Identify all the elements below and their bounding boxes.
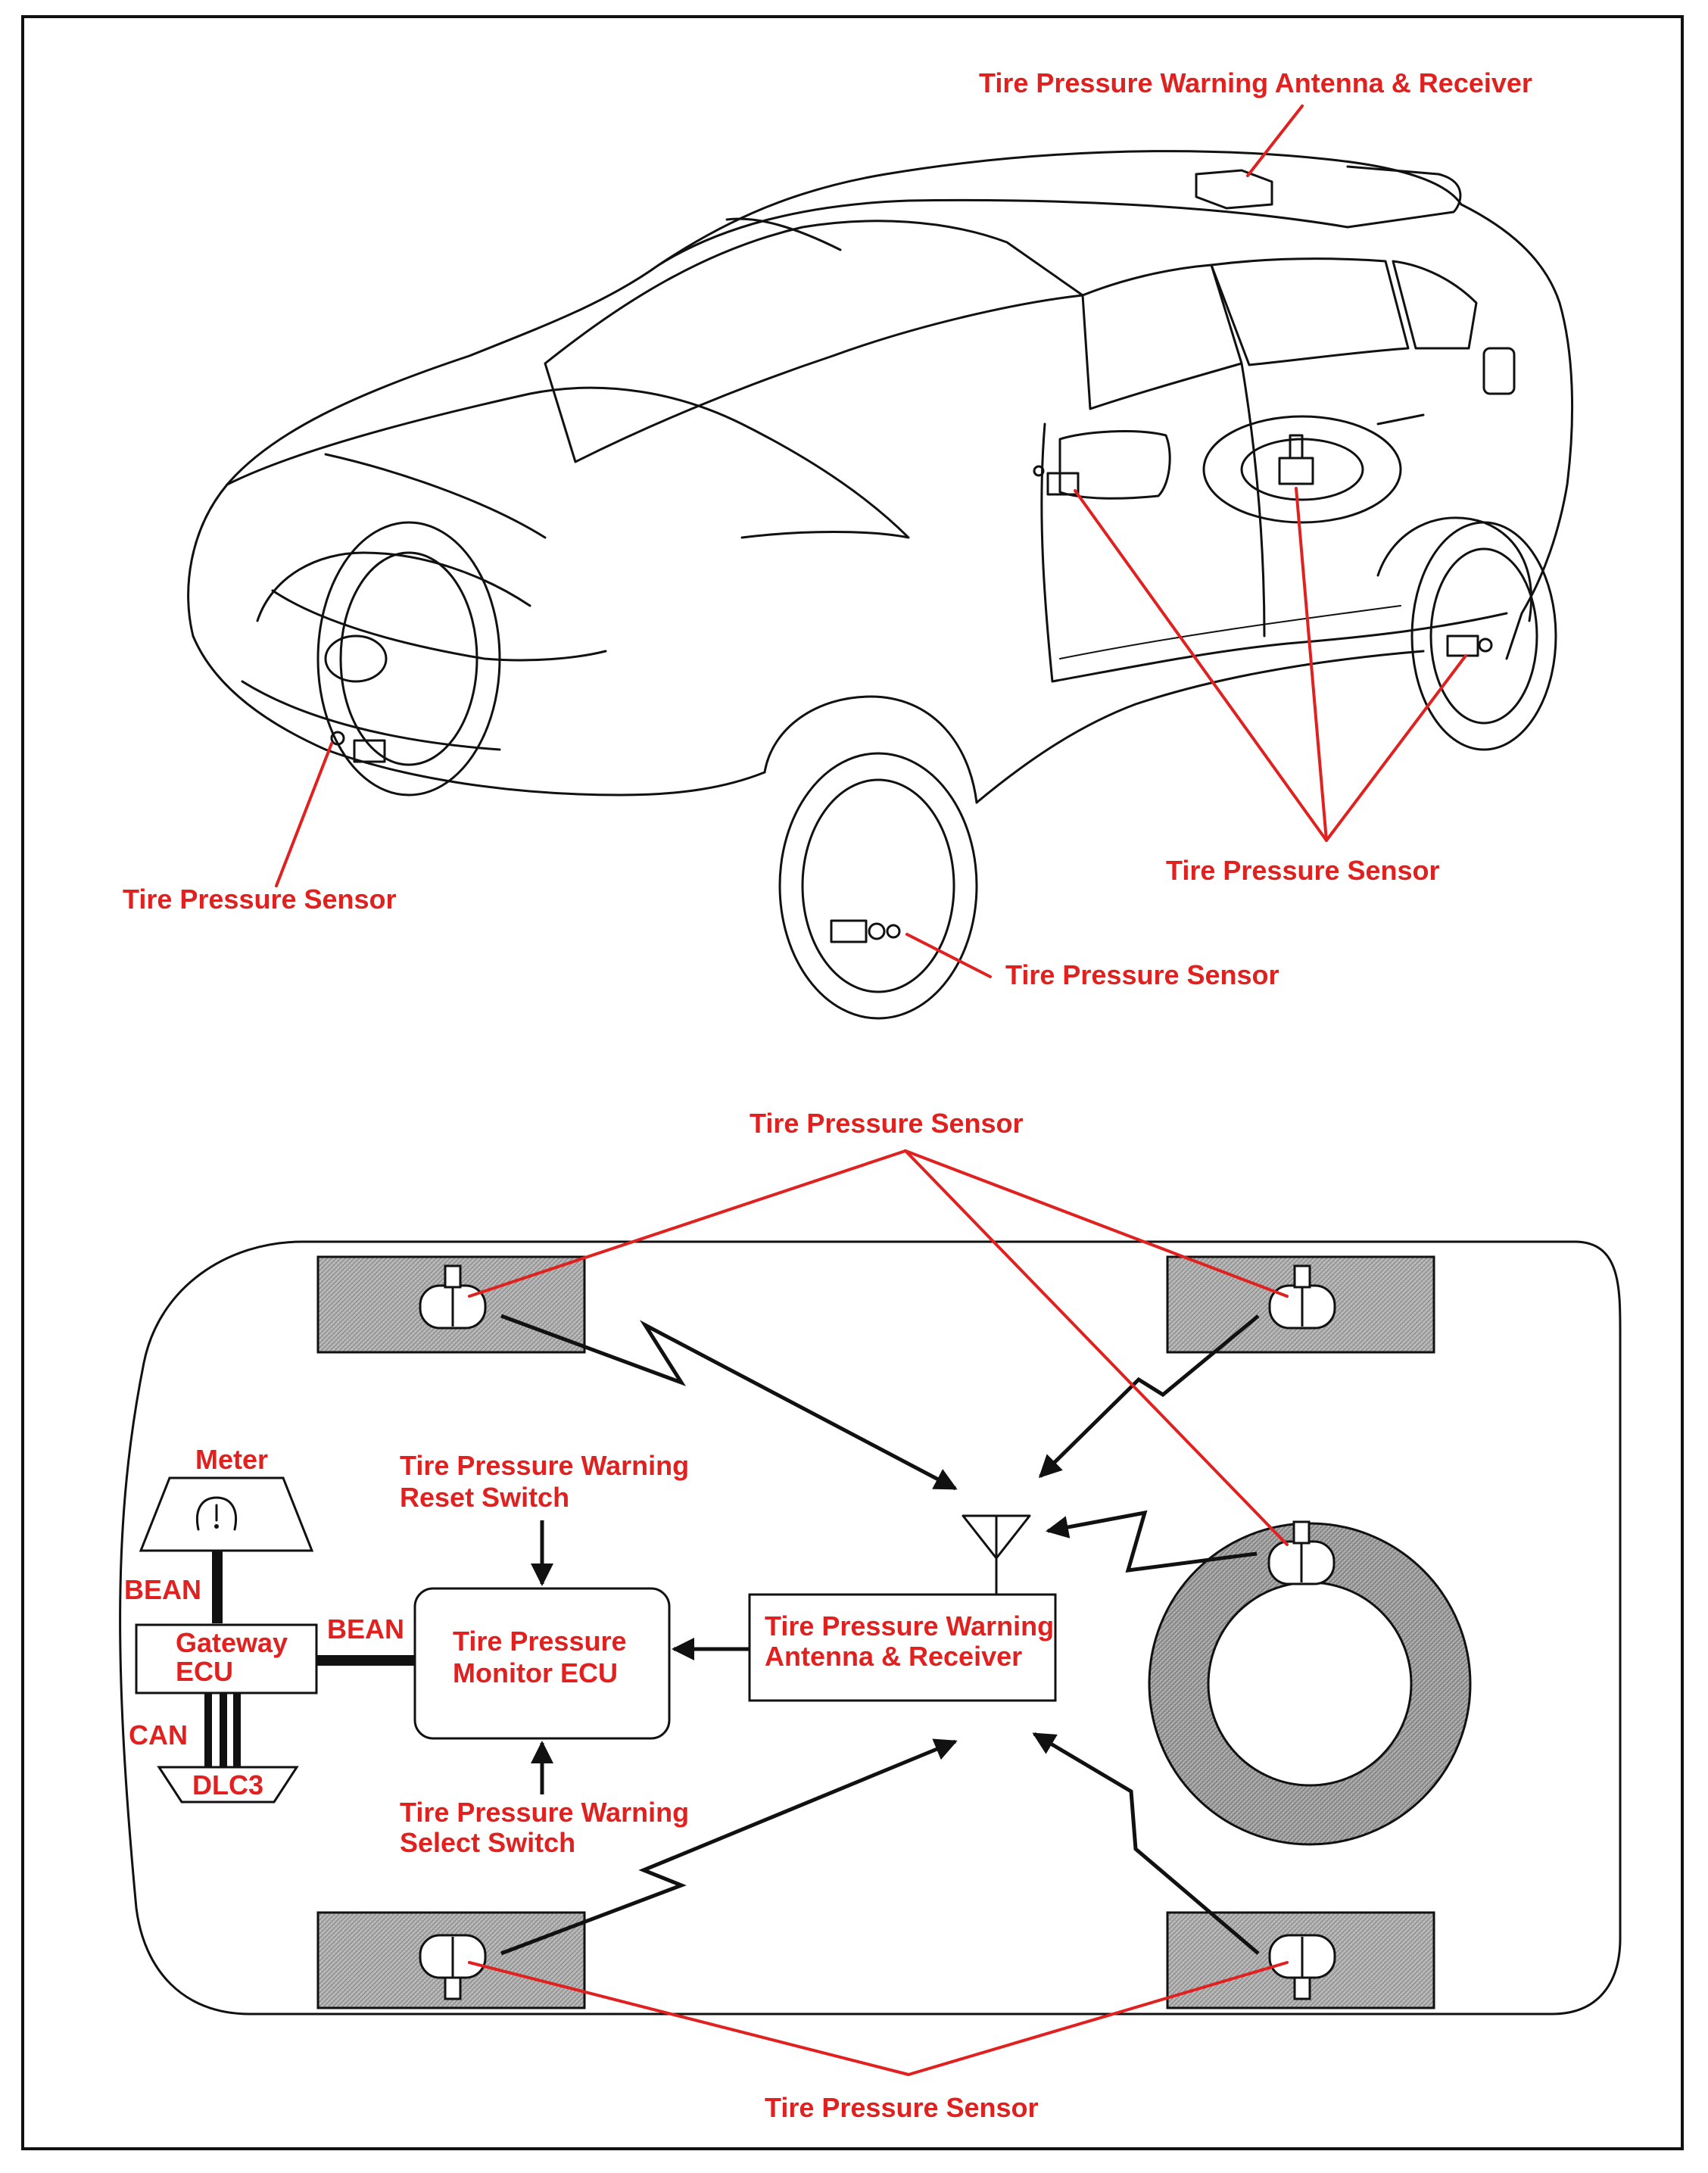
sensor-front-left-label: Tire Pressure Sensor [123,884,397,915]
bottom-leader-lines [468,1149,1289,2076]
receiver-label-line2: Antenna & Receiver [765,1641,1022,1672]
gateway-label-line2: ECU [176,1656,233,1687]
reset-switch-label-line1: Tire Pressure Warning [400,1450,689,1481]
sensor-rear-group-label: Tire Pressure Sensor [1166,855,1440,886]
receiver-label-line1: Tire Pressure Warning [765,1610,1054,1641]
antenna-icon [962,1514,1031,1595]
sensor-icon-spare [1267,1520,1336,1585]
spare-tire [1148,1522,1472,1846]
dlc3-connector [157,1766,299,1804]
bean-bus-vertical [212,1551,223,1623]
monitor-ecu-label-line2: Monitor ECU [453,1657,618,1688]
sensor-icon-rl [419,1934,487,2000]
sensor-front-right-label: Tire Pressure Sensor [1005,959,1279,990]
sensor-top-group-label: Tire Pressure Sensor [750,1108,1024,1139]
meter-label: Meter [195,1444,268,1475]
sensor-icon-rr [1268,1934,1336,2000]
dlc3-label: DLC3 [192,1769,263,1800]
select-switch-label-line1: Tire Pressure Warning [400,1797,689,1828]
can-label: CAN [129,1719,188,1751]
bean-label-left: BEAN [124,1574,201,1605]
sensor-front-right-icon [830,919,901,943]
can-bus-lines [204,1693,241,1767]
gateway-ecu-box [135,1623,318,1694]
car-illustration [187,150,1574,1020]
system-diagram [119,1240,1622,2016]
sensor-bottom-group-label: Tire Pressure Sensor [765,2092,1039,2123]
select-switch-label-line2: Select Switch [400,1827,575,1858]
bean-bus-horizontal [316,1655,415,1666]
sensor-rear-icon [1446,634,1493,657]
sensor-mirror-icon [1033,465,1080,496]
sensor-front-left-icon [330,731,386,763]
receiver-box [748,1593,1057,1702]
top-leader-lines [275,104,1467,978]
gateway-label-line1: Gateway [176,1627,288,1658]
monitor-ecu-label-line1: Tire Pressure [453,1626,626,1657]
wireless-arrows [500,1314,1260,1956]
sensor-spare-icon [1278,434,1314,485]
reset-switch-label-line2: Reset Switch [400,1482,569,1513]
meter-icon [139,1476,314,1552]
bean-label-right: BEAN [327,1613,404,1645]
antenna-receiver-label: Tire Pressure Warning Antenna & Receiver [979,67,1532,98]
